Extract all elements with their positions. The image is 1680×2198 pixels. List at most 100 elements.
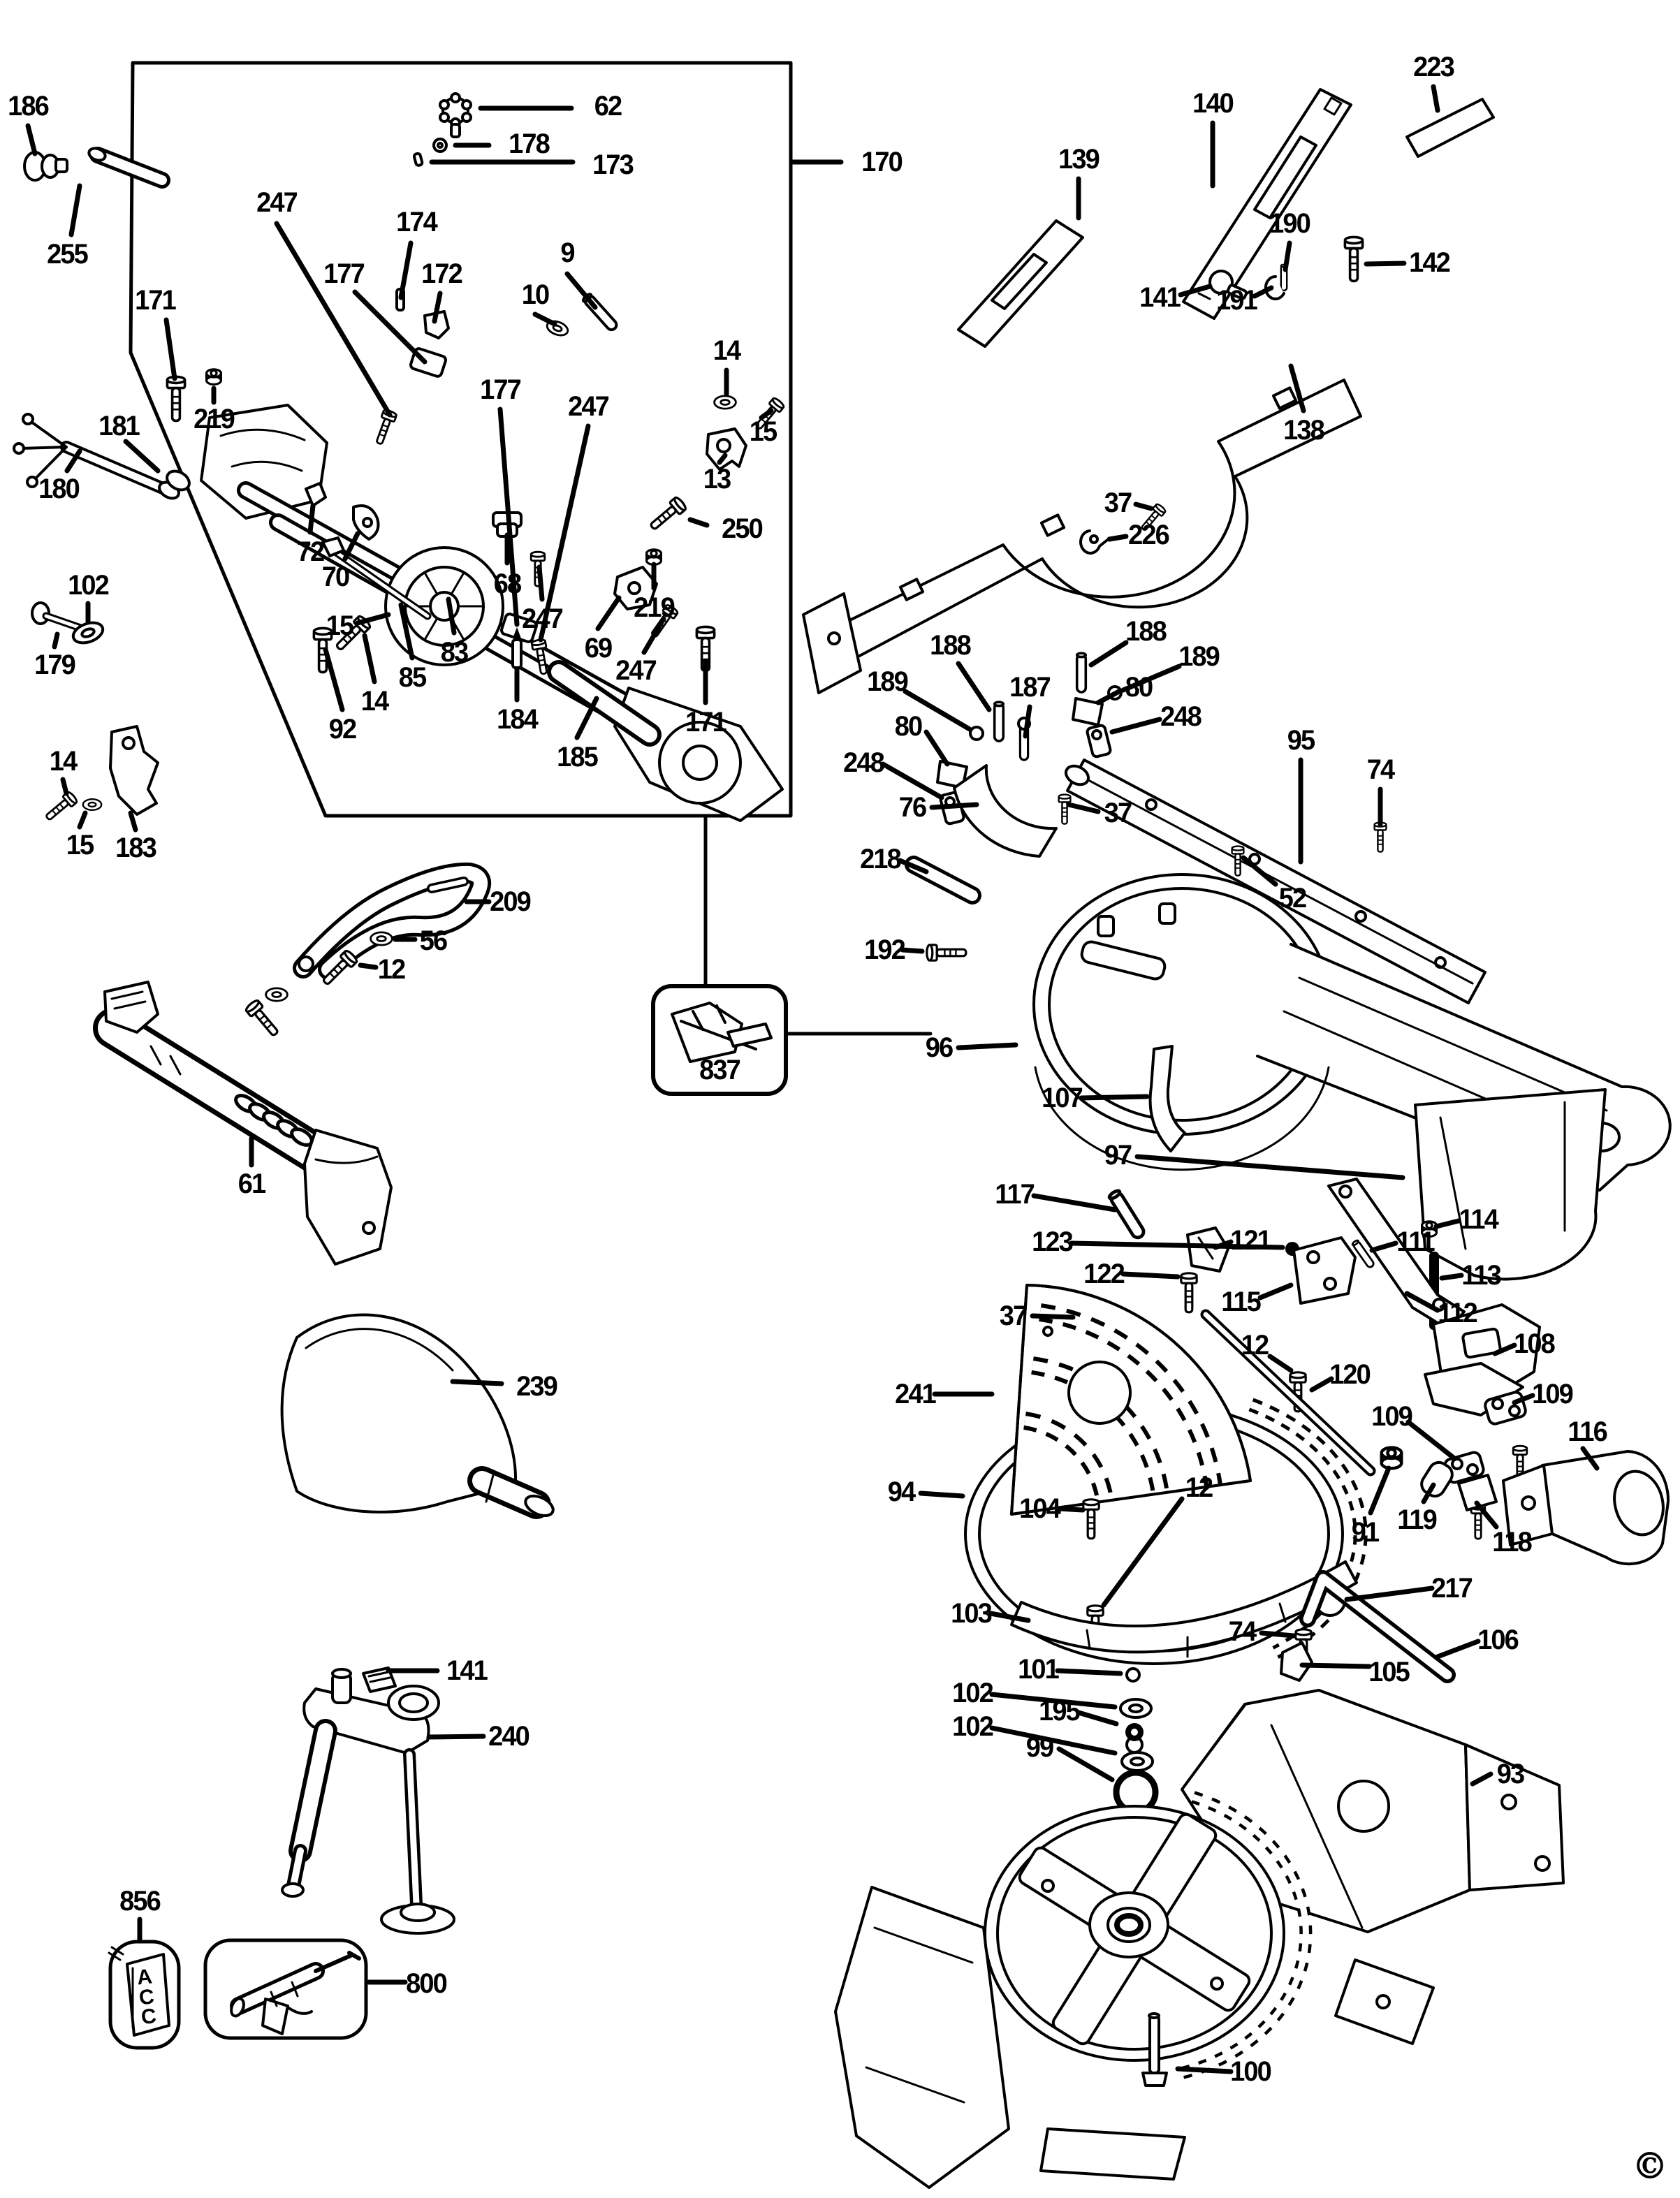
part-label: 177 — [480, 374, 522, 405]
part-label: 99 — [1025, 1732, 1054, 1763]
part-label: 209 — [490, 886, 532, 917]
part-label: 170 — [861, 147, 903, 177]
leader-line — [1288, 363, 1306, 413]
leader-line — [1267, 1354, 1294, 1373]
leader-line — [163, 317, 177, 381]
leader-line — [1404, 1291, 1440, 1313]
leader-line — [1079, 1094, 1150, 1101]
part-label: 113 — [1461, 1260, 1501, 1291]
part-label: 114 — [1459, 1204, 1498, 1235]
part-label: 118 — [1492, 1527, 1532, 1558]
leader-line — [1580, 1446, 1600, 1471]
leader-line — [307, 503, 316, 535]
part-label: 248 — [843, 747, 885, 778]
leader-line — [880, 761, 944, 800]
leader-line — [1257, 1282, 1294, 1301]
part-label: 255 — [47, 239, 89, 270]
part-label: 119 — [1397, 1504, 1437, 1535]
part-label: 174 — [396, 207, 438, 237]
saw-arm-assembly — [200, 347, 784, 822]
leader-line — [564, 271, 598, 310]
part-label: 247 — [256, 187, 298, 218]
base-group — [834, 1689, 1565, 2189]
leader-line — [1088, 640, 1129, 668]
part-label: 83 — [440, 637, 469, 668]
leader-line — [1421, 1482, 1436, 1504]
leader-line — [1056, 1746, 1115, 1782]
part-label: 117 — [995, 1179, 1035, 1210]
part-label: 9 — [560, 237, 575, 268]
leader-line — [274, 221, 393, 418]
leader-line — [68, 183, 82, 237]
part-label: 240 — [488, 1721, 530, 1752]
leader-line — [574, 696, 599, 740]
leader-line — [497, 406, 520, 627]
leader-line — [1066, 802, 1101, 814]
part-label: 95 — [1287, 725, 1315, 756]
leader-line — [362, 633, 377, 684]
leader-line — [1344, 1585, 1435, 1602]
part-label: 173 — [592, 149, 634, 180]
part-label: 141 — [446, 1655, 488, 1686]
part-label: 142 — [1409, 247, 1451, 278]
leader-line — [641, 616, 666, 655]
part-label: 15 — [749, 416, 777, 447]
leader-line — [1106, 534, 1129, 542]
leader-line — [532, 312, 557, 327]
leader-line — [342, 531, 360, 562]
leader-line — [1031, 1193, 1118, 1212]
part-label: 80 — [894, 711, 923, 742]
leader-line — [897, 858, 929, 874]
part-label: 188 — [930, 630, 972, 661]
leader-line — [918, 1490, 965, 1499]
part-label: 138 — [1283, 415, 1325, 446]
part-label: 189 — [867, 666, 909, 697]
part-label: 241 — [895, 1379, 937, 1409]
leader-line — [929, 802, 979, 810]
part-label: 121 — [1230, 1225, 1272, 1256]
leader-line — [1431, 84, 1440, 113]
leader-line — [759, 408, 774, 420]
part-label: 217 — [1431, 1573, 1473, 1604]
part-label: 123 — [1032, 1226, 1074, 1257]
leader-line — [989, 1725, 1118, 1756]
leader-line — [1435, 1639, 1481, 1660]
leader-line — [988, 1611, 1031, 1623]
leader-line — [25, 123, 38, 156]
leader-line — [989, 1692, 1118, 1710]
part-label: 116 — [1568, 1416, 1607, 1447]
part-label: 108 — [1514, 1328, 1556, 1359]
part-label: 37 — [1104, 488, 1132, 518]
part-label: 184 — [497, 704, 539, 735]
leader-line — [1368, 1465, 1392, 1516]
part-label: 239 — [516, 1371, 558, 1402]
fence-group — [802, 88, 1495, 694]
part-label: 191 — [1216, 285, 1258, 316]
leader-line — [352, 289, 428, 365]
leader-line — [1076, 1710, 1119, 1727]
part-label: 10 — [521, 279, 550, 310]
leader-line — [1175, 2066, 1234, 2074]
part-label: 105 — [1368, 1657, 1410, 1687]
part-label: 85 — [398, 662, 427, 693]
part-label: 187 — [1009, 672, 1051, 703]
part-label: 186 — [8, 91, 50, 122]
part-label: 112 — [1438, 1298, 1477, 1328]
leader-line — [446, 596, 457, 636]
part-label: 219 — [193, 404, 235, 434]
part-label: 37 — [999, 1301, 1028, 1331]
part-label: 72 — [296, 536, 325, 567]
part-label: 189 — [1178, 641, 1220, 672]
leader-line — [1433, 1218, 1461, 1229]
part-label: 856 — [119, 1886, 161, 1917]
leader-line — [1512, 1393, 1535, 1405]
part-label: 102 — [68, 570, 110, 601]
leader-line — [1101, 1496, 1185, 1608]
leader-line — [1299, 1662, 1372, 1669]
leader-line — [398, 240, 414, 300]
leader-line — [60, 777, 69, 796]
part-label: 139 — [1058, 144, 1100, 175]
leader-line — [1069, 1240, 1285, 1250]
leader-line — [77, 810, 88, 830]
part-label: 12 — [1185, 1472, 1213, 1503]
